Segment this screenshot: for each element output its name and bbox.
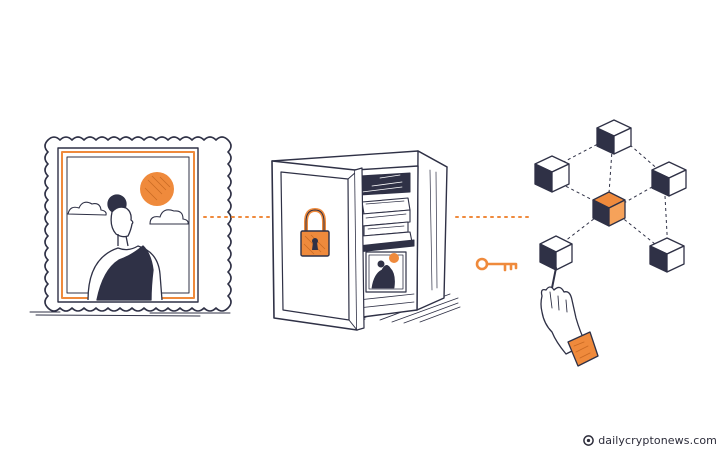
vault bbox=[271, 150, 461, 331]
cloud-icon bbox=[149, 209, 189, 225]
hand-icon bbox=[540, 267, 599, 367]
blockchain-node-icon bbox=[534, 155, 570, 193]
watermark-text: dailycryptonews.com bbox=[598, 434, 717, 447]
blockchain-node-icon bbox=[651, 161, 687, 197]
key-icon bbox=[475, 257, 518, 272]
blockchain-network bbox=[534, 119, 687, 273]
picture-frame bbox=[29, 136, 232, 317]
portrait-painting bbox=[67, 172, 189, 301]
blockchain-node-icon bbox=[539, 235, 573, 271]
lock-icon bbox=[300, 208, 330, 257]
blockchain-node-icon bbox=[649, 237, 685, 273]
woman-figure bbox=[87, 194, 163, 301]
cloud-icon bbox=[67, 201, 107, 216]
watermark-logo-icon bbox=[583, 435, 595, 446]
blockchain-node-icon bbox=[596, 119, 632, 155]
watermark: dailycryptonews.com bbox=[583, 434, 717, 447]
blockchain-node-icon bbox=[592, 191, 626, 227]
